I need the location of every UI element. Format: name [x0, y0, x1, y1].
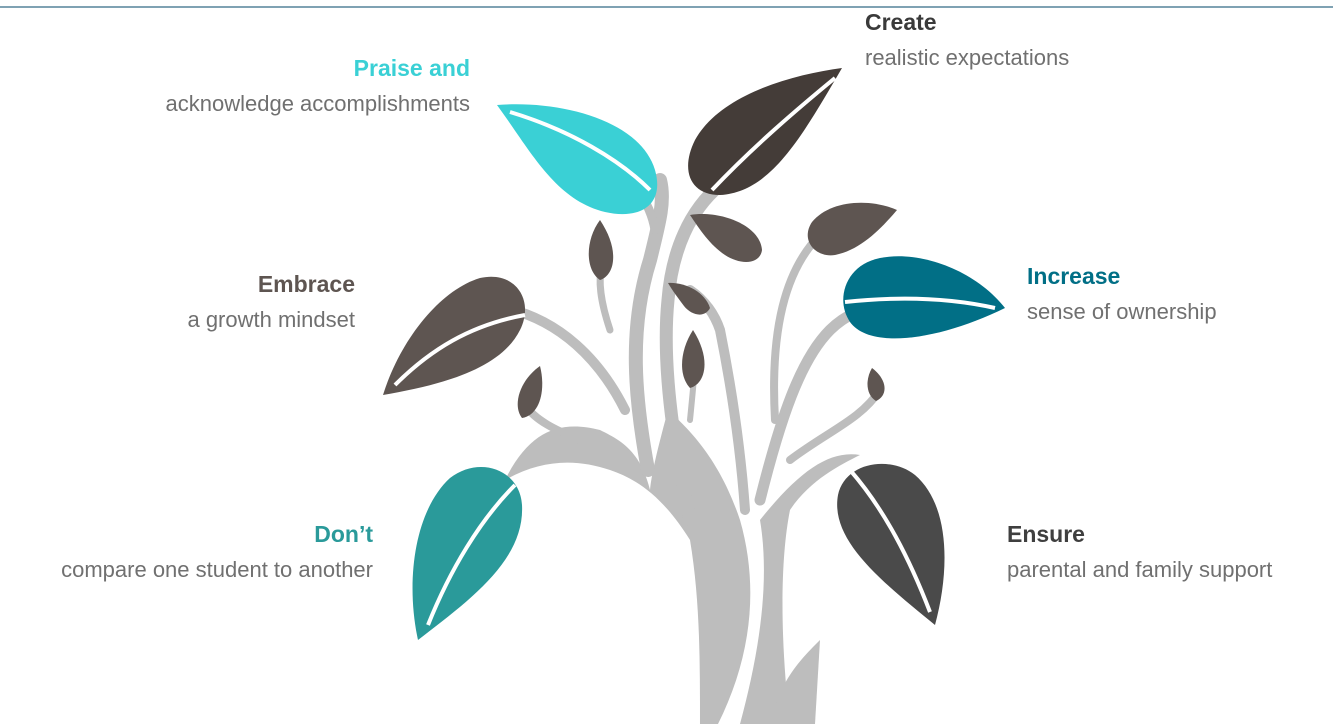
- item-embrace-body: a growth mindset: [187, 307, 355, 332]
- leaf-create: [688, 68, 842, 195]
- small-leaf-3: [807, 202, 897, 256]
- item-ensure-body: parental and family support: [1007, 557, 1273, 582]
- item-increase: Increase sense of ownership: [1027, 262, 1327, 326]
- small-leaf-5: [682, 330, 705, 388]
- item-dont-body: compare one student to another: [61, 557, 373, 582]
- item-praise-heading: Praise and: [353, 55, 470, 81]
- branch-right-lower: [786, 386, 884, 464]
- leaf-dont: [412, 466, 523, 640]
- item-praise-body: acknowledge accomplishments: [165, 91, 471, 116]
- item-create: Create realistic expectations: [865, 8, 1285, 72]
- item-ensure-heading: Ensure: [1007, 521, 1085, 547]
- item-create-heading: Create: [865, 9, 937, 35]
- leaf-ensure: [837, 463, 945, 625]
- item-dont-heading: Don’t: [314, 521, 373, 547]
- small-leaf-1: [588, 220, 614, 280]
- small-leaf-7: [867, 368, 885, 401]
- leaf-increase: [843, 256, 1005, 339]
- item-dont: Don’t compare one student to another: [0, 520, 373, 584]
- item-increase-heading: Increase: [1027, 263, 1121, 289]
- small-leaf-6: [517, 366, 543, 418]
- leaf-embrace: [383, 276, 526, 395]
- small-leaves: [517, 202, 897, 418]
- top-divider: [0, 6, 1333, 8]
- item-embrace-heading: Embrace: [257, 271, 355, 297]
- item-ensure: Ensure parental and family support: [1007, 520, 1327, 584]
- small-leaf-4: [668, 282, 710, 315]
- leaf-praise: [497, 104, 658, 215]
- item-praise: Praise and acknowledge accomplishments: [90, 54, 471, 118]
- branch-main-left: [628, 173, 669, 477]
- small-leaf-2: [690, 214, 762, 262]
- item-embrace: Embrace a growth mindset: [100, 270, 355, 334]
- item-create-body: realistic expectations: [865, 45, 1070, 70]
- branch-right-upper: [770, 231, 824, 424]
- item-increase-body: sense of ownership: [1027, 299, 1217, 324]
